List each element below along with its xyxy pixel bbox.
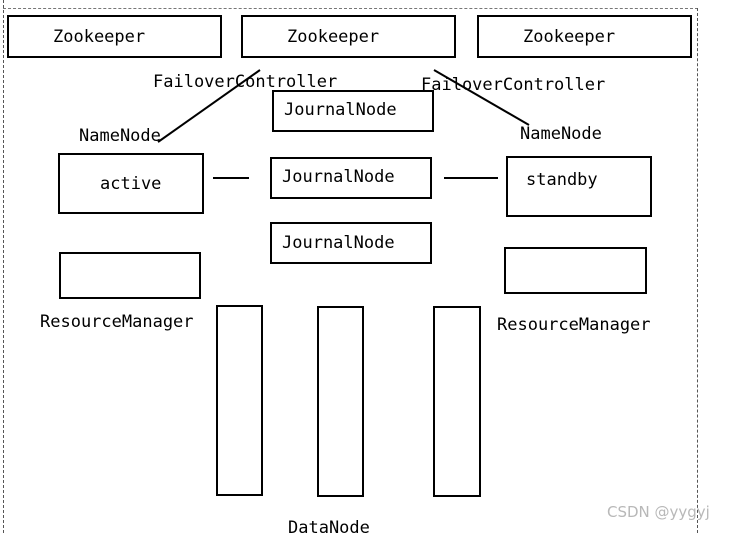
namenode-right-label: NameNode <box>520 124 602 144</box>
namenode-active-connector <box>213 177 249 179</box>
resourcemanager-right-box <box>504 247 647 294</box>
resourcemanager-left-box <box>59 252 201 299</box>
failover-left-line <box>157 69 261 143</box>
datanode-box-2 <box>317 306 364 497</box>
namenode-active-box: active <box>58 153 204 214</box>
dashed-frame-top <box>3 8 698 9</box>
zookeeper-label-3: Zookeeper <box>523 27 616 47</box>
datanode-box-3 <box>433 306 481 497</box>
namenode-standby-state: standby <box>526 170 598 190</box>
datanode-label: DataNode <box>288 518 370 538</box>
zookeeper-label-2: Zookeeper <box>287 27 380 47</box>
dashed-frame-right <box>697 8 698 533</box>
namenode-standby-box: standby <box>506 156 652 217</box>
journalnode-label-3: JournalNode <box>282 233 395 253</box>
journalnode-label-1: JournalNode <box>284 100 397 120</box>
namenode-active-state: active <box>100 174 162 194</box>
namenode-left-label: NameNode <box>79 126 161 146</box>
failover-controller-right-label: FailoverController <box>421 75 606 95</box>
journalnode-box-1: JournalNode <box>272 90 434 132</box>
namenode-standby-connector <box>444 177 498 179</box>
resourcemanager-right-label: ResourceManager <box>497 315 651 335</box>
journalnode-label-2: JournalNode <box>282 167 395 187</box>
journalnode-box-2: JournalNode <box>270 157 432 199</box>
datanode-box-1 <box>216 305 263 496</box>
zookeeper-box-3: Zookeeper <box>477 15 692 58</box>
failover-right-line <box>433 69 530 126</box>
watermark: CSDN @yygyj <box>607 503 710 521</box>
dashed-frame-left <box>3 0 4 533</box>
resourcemanager-left-label: ResourceManager <box>40 312 194 332</box>
zookeeper-box-1: Zookeeper <box>7 15 222 58</box>
failover-controller-left-label: FailoverController <box>153 72 338 92</box>
zookeeper-box-2: Zookeeper <box>241 15 456 58</box>
zookeeper-label-1: Zookeeper <box>53 27 146 47</box>
journalnode-box-3: JournalNode <box>270 222 432 264</box>
